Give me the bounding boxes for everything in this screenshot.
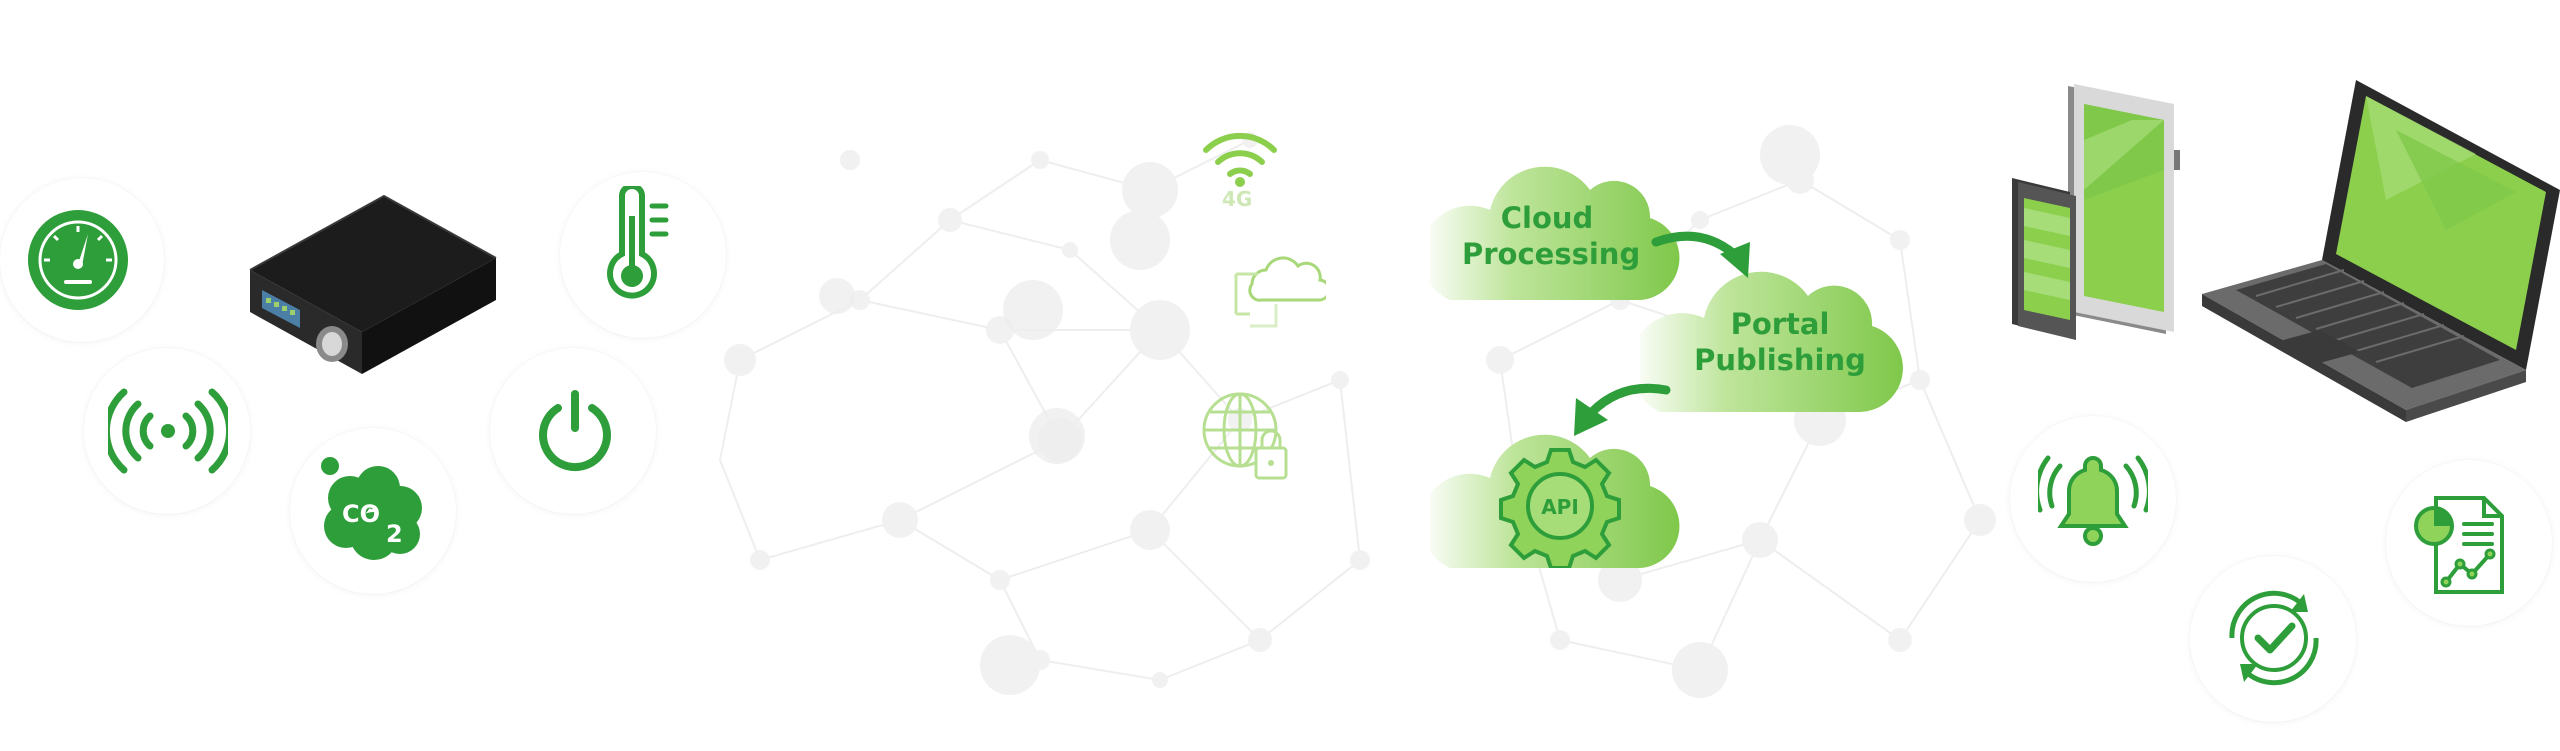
- co2-text: CO: [342, 500, 380, 528]
- arrow-publishing-to-api: [1574, 383, 1671, 436]
- gauge-icon: [28, 210, 128, 310]
- phone-icon: [2012, 178, 2076, 340]
- cloud-sync-icon: [1234, 256, 1326, 328]
- arrow-processing-to-publishing: [1651, 231, 1750, 278]
- cloud-publishing-shape: [1640, 271, 1903, 412]
- co2-badge: [290, 428, 456, 594]
- cloud-processing-line2: Processing: [1462, 237, 1641, 271]
- cloud-processing-shape: [1430, 166, 1680, 300]
- checkmark-badge: [2190, 556, 2356, 722]
- cloud-publishing-label: Portal Publishing: [1690, 306, 1870, 378]
- co2-icon: CO 2: [321, 457, 422, 560]
- tablet-icon: [2068, 84, 2180, 334]
- wireless-signal-icon: [108, 388, 228, 474]
- api-label: API: [1541, 495, 1579, 519]
- checkmark-cycle-icon: [2229, 590, 2319, 686]
- thermometer-icon: [607, 186, 669, 299]
- cloud-processing-line1: Cloud: [1500, 201, 1594, 235]
- gateway-device-icon: [249, 194, 497, 374]
- laptop-icon: [2202, 80, 2560, 422]
- co2-subscript: 2: [386, 520, 403, 548]
- api-gear-icon: API: [1499, 448, 1621, 568]
- cloud-processing-label: Cloud Processing: [1462, 200, 1641, 272]
- cloud-publishing-line1: Portal: [1730, 307, 1830, 341]
- secure-globe-icon: [1202, 392, 1288, 480]
- wifi-4g-icon: 4G: [1203, 132, 1277, 210]
- report-chart-icon: [2414, 496, 2504, 594]
- power-icon: [539, 390, 611, 472]
- bell-alert-icon: [2038, 455, 2148, 546]
- cloud-publishing-line2: Publishing: [1694, 343, 1866, 377]
- cellular-label: 4G: [1222, 187, 1252, 210]
